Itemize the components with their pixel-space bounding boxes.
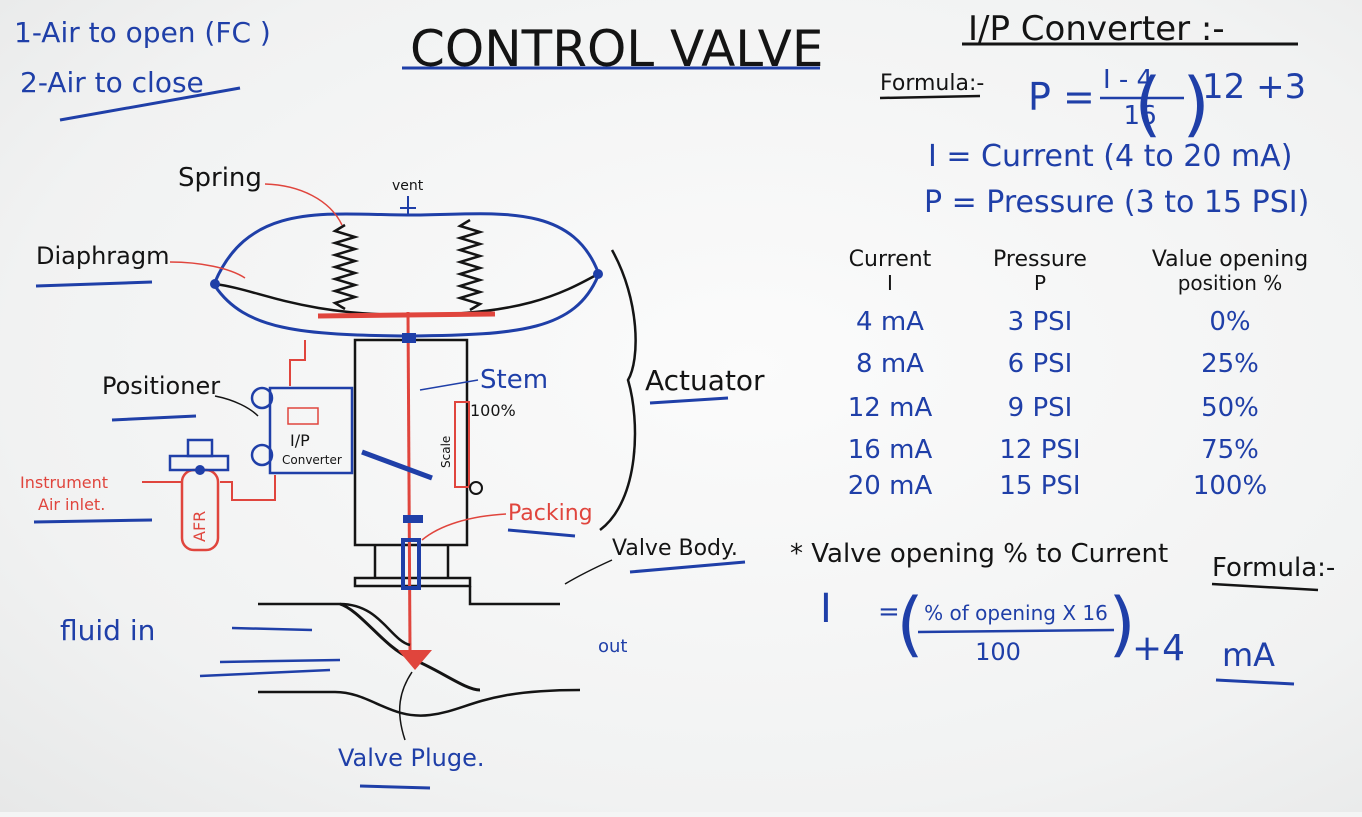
table-cell-r2-c3: 25% <box>1201 349 1259 379</box>
bonnet-flange <box>353 576 472 588</box>
opening-formula-label: Formula:- <box>1212 553 1335 583</box>
note-air-to-open: 1-Air to open (FC ) <box>14 16 271 49</box>
afr-label: AFR <box>190 511 209 542</box>
opening-unit: mA <box>1222 636 1275 674</box>
label-out: out <box>598 636 627 657</box>
ip-def-pressure: P = Pressure (3 to 15 PSI) <box>924 185 1309 220</box>
table-cell-r3-c1: 12 mA <box>848 393 933 423</box>
table-cell-r1-c1: 4 mA <box>856 307 924 337</box>
label-stem-percent: 100% <box>470 401 516 420</box>
table-cell-r5-c1: 20 mA <box>848 471 933 501</box>
table-header-2-line1: Pressure <box>993 247 1087 272</box>
diaphragm-casing-bottom <box>213 275 600 338</box>
positioner-gauge-bottom <box>250 443 274 467</box>
label-actuator: Actuator <box>645 364 765 397</box>
label-diaphragm: Diaphragm <box>36 242 170 270</box>
label-spring: Spring <box>178 163 262 193</box>
opening-rhs: +4 <box>1132 628 1185 669</box>
packing <box>401 538 421 590</box>
actuator-bracket <box>599 249 637 531</box>
travel-indicator <box>361 449 433 481</box>
ip-paren-close: ) <box>1182 63 1209 145</box>
table-cell-r1-c3: 0% <box>1209 307 1250 337</box>
ip-box-label-1: I/P <box>290 431 310 450</box>
opening-paren-open: ( <box>896 583 923 665</box>
valve-stem <box>406 311 412 651</box>
table-cell-r3-c3: 50% <box>1201 393 1259 423</box>
scale <box>454 401 470 488</box>
ip-def-current: I = Current (4 to 20 mA) <box>928 139 1292 174</box>
label-positioner: Positioner <box>102 372 220 400</box>
table-header-2-line2: P <box>1034 271 1046 295</box>
opening-eq: = <box>878 597 900 627</box>
label-valve-body: Valve Body. <box>612 536 738 561</box>
table-header-3-line2: position % <box>1178 271 1283 295</box>
ip-formula-denominator: 16 <box>1123 101 1156 131</box>
ip-paren-open: ( <box>1134 63 1161 145</box>
positioner-gauge-top <box>250 386 274 410</box>
spring-left <box>330 223 360 311</box>
ip-box-label-2: Converter <box>282 453 342 467</box>
diaphragm-plate <box>317 311 496 319</box>
table-header-1-line1: Current <box>849 247 932 272</box>
spring-right <box>455 218 485 312</box>
note-air-to-close: 2-Air to close <box>20 66 204 99</box>
ip-display <box>287 407 319 425</box>
scale-label: Scale <box>439 436 453 468</box>
actuator-diagram: vent Scale <box>210 178 637 651</box>
table-cell-r3-c2: 9 PSI <box>1008 393 1073 423</box>
opening-heading: * Valve opening % to Current <box>790 539 1168 569</box>
label-fluid-in: fluid in <box>60 614 155 647</box>
opening-numerator: % of opening X 16 <box>924 601 1108 625</box>
table-cell-r4-c2: 12 PSI <box>999 435 1080 465</box>
valve-plug <box>398 650 432 670</box>
label-instrument-air-2: Air inlet. <box>38 495 105 514</box>
table-cell-r4-c3: 75% <box>1201 435 1259 465</box>
label-instrument-air-1: Instrument <box>20 473 108 492</box>
signal-air-line <box>289 340 306 386</box>
diaphragm-casing-top <box>213 212 600 283</box>
positioner-box <box>268 386 354 475</box>
table-cell-r2-c2: 6 PSI <box>1008 349 1073 379</box>
table-header-3-line1: Value opening <box>1152 247 1308 272</box>
opening-paren-close: ) <box>1108 583 1135 665</box>
label-valve-plug: Valve Pluge. <box>338 744 485 772</box>
opening-lhs: I <box>820 586 832 632</box>
table-cell-r2-c1: 8 mA <box>856 349 924 379</box>
table-cell-r5-c2: 15 PSI <box>999 471 1080 501</box>
table-cell-r5-c3: 100% <box>1193 471 1267 501</box>
table-cell-r1-c2: 3 PSI <box>1008 307 1073 337</box>
ip-formula-label: Formula:- <box>880 71 984 96</box>
label-stem: Stem <box>480 365 548 395</box>
table-cell-r4-c1: 16 mA <box>848 435 933 465</box>
ip-formula-lhs: P = <box>1028 75 1095 119</box>
casing-bolt-left <box>210 279 220 289</box>
ip-formula-rhs: 12 +3 <box>1202 67 1306 107</box>
afr-diagram: AFR <box>142 438 276 552</box>
positioner-diagram: I/P Converter <box>250 340 354 475</box>
label-packing: Packing <box>508 501 593 526</box>
table-header-1-line2: I <box>887 271 893 295</box>
note-underline <box>59 86 241 122</box>
valve-body-diagram <box>258 586 581 717</box>
vent-label: vent <box>392 178 424 194</box>
opening-denominator: 100 <box>975 638 1021 666</box>
casing-bolt-right <box>593 269 603 279</box>
ip-heading: I/P Converter :- <box>968 9 1225 49</box>
ip-formula-numerator: I - 4 <box>1103 65 1153 95</box>
diaphragm-membrane <box>214 272 599 317</box>
